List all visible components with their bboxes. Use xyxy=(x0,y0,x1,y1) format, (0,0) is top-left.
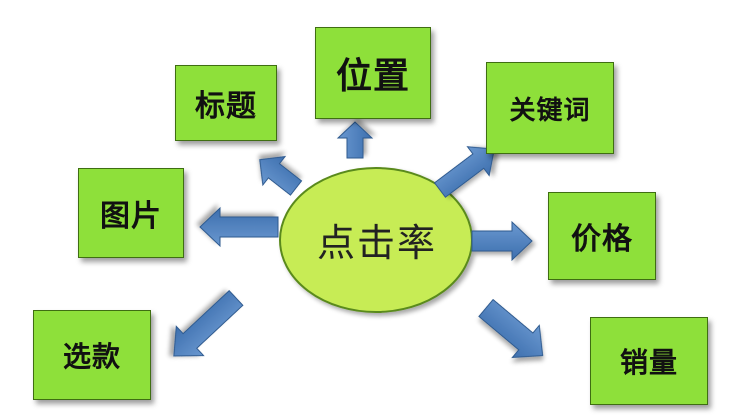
node-sales: 销量 xyxy=(590,317,708,405)
arrow-to-keyword xyxy=(433,146,495,198)
node-image: 图片 xyxy=(78,168,184,258)
arrow-to-sales xyxy=(478,298,544,359)
node-position-label: 位置 xyxy=(335,56,410,97)
arrow-to-price xyxy=(471,220,533,262)
node-image-label: 图片 xyxy=(100,199,162,234)
node-sales-label: 销量 xyxy=(619,346,678,379)
node-select-label: 选款 xyxy=(62,340,121,373)
arrow-to-image xyxy=(199,206,279,248)
node-price-label: 价格 xyxy=(571,222,633,257)
arrow-to-title xyxy=(259,155,303,196)
node-select: 选款 xyxy=(33,310,151,400)
node-keyword-label: 关键词 xyxy=(509,95,591,126)
node-title-label: 标题 xyxy=(195,89,257,124)
node-price: 价格 xyxy=(548,192,656,280)
arrow-to-select xyxy=(173,289,244,357)
node-keyword: 关键词 xyxy=(486,62,614,154)
center-label: 点击率 xyxy=(316,220,437,265)
node-position: 位置 xyxy=(315,27,431,119)
node-title: 标题 xyxy=(175,65,277,141)
arrow-to-position xyxy=(336,121,374,159)
